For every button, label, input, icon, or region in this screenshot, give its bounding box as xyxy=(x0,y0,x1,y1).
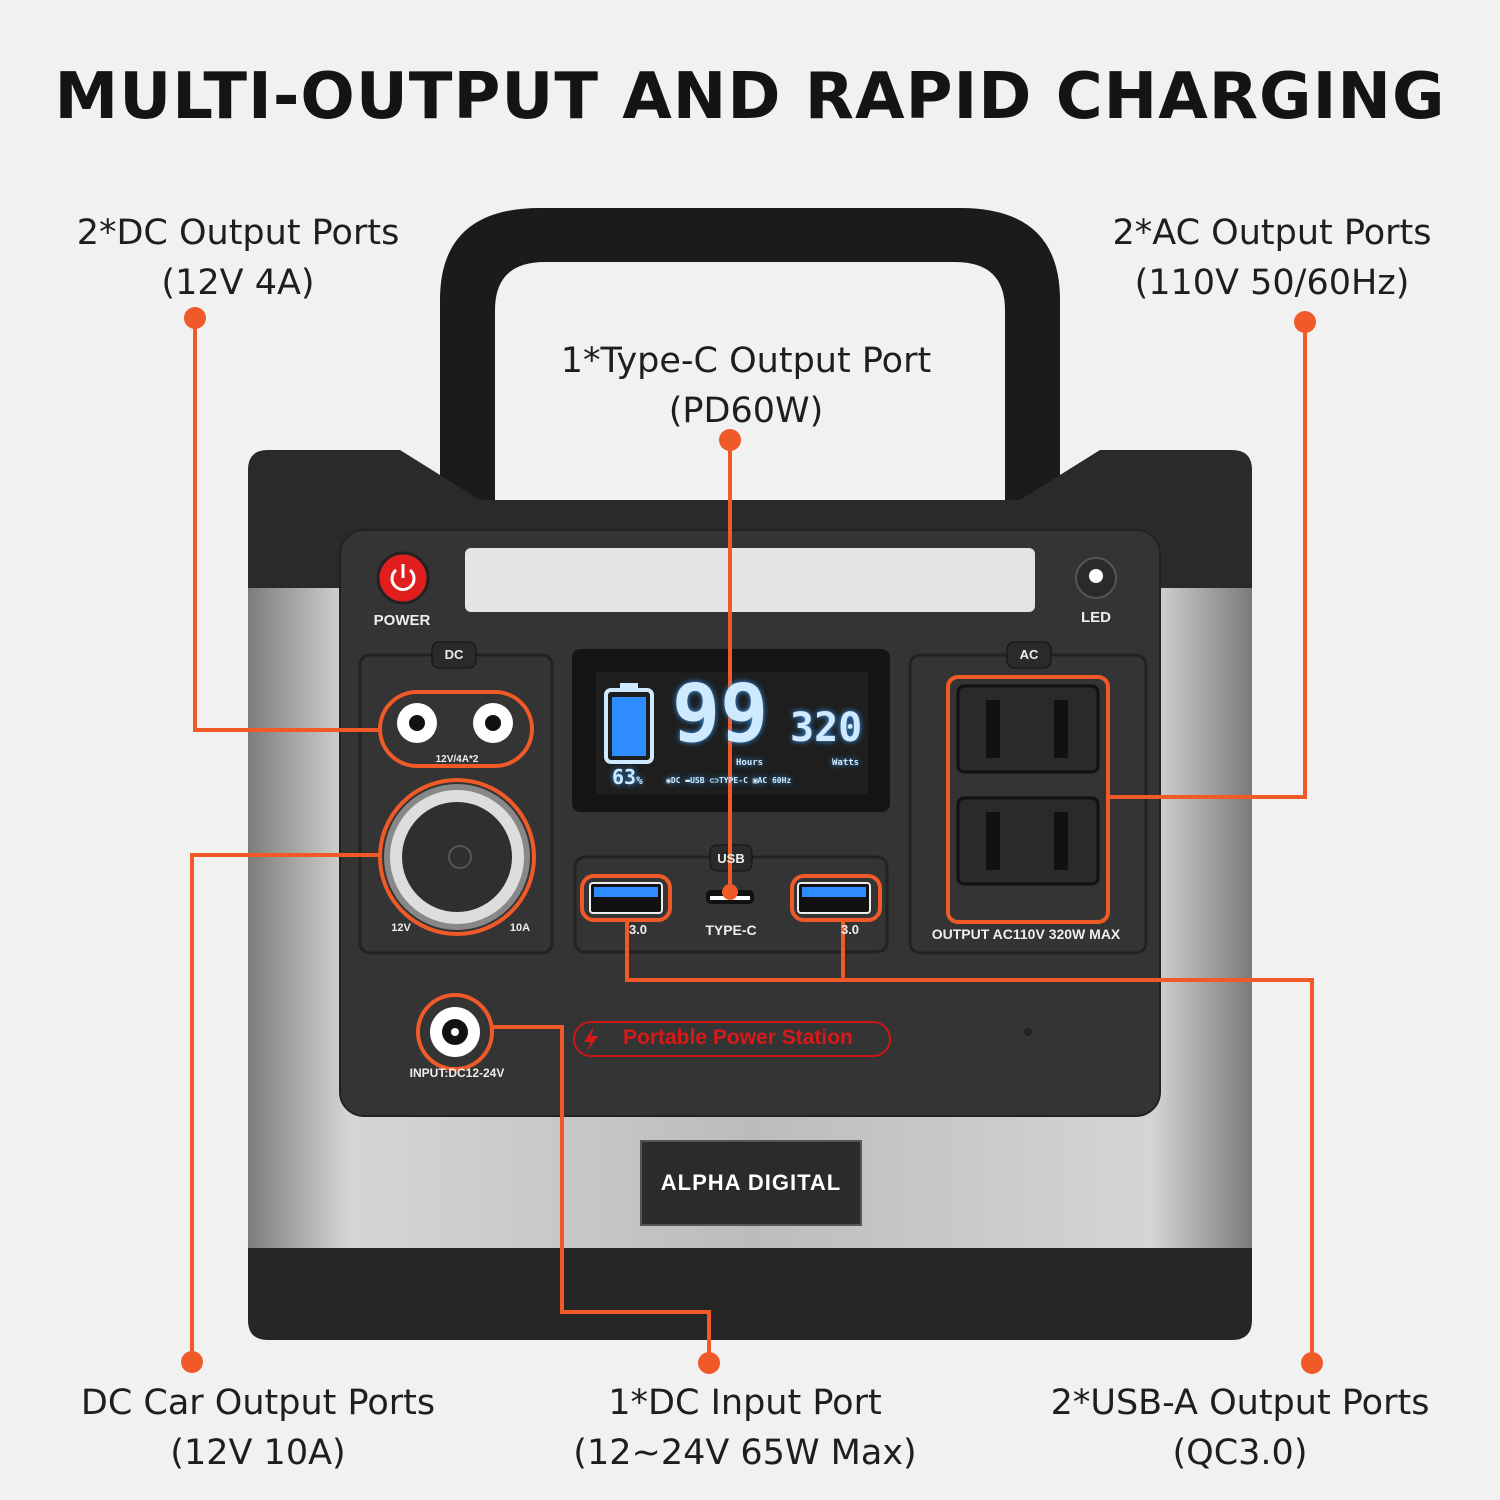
callout-lines xyxy=(190,318,1314,1363)
led-label: LED xyxy=(1081,609,1111,626)
dc-output-line2: (12V 4A) xyxy=(161,263,315,303)
ac-output-label: 2*AC Output Ports (110V 50/60Hz) xyxy=(1113,208,1432,308)
hours-value: 99 xyxy=(672,667,769,760)
typec-label: TYPE-C xyxy=(705,922,757,938)
watts-value: 320 xyxy=(790,705,863,751)
typec-output-line2: (PD60W) xyxy=(668,391,824,431)
dc-tag-box xyxy=(431,641,477,669)
dc-output-line1: 2*DC Output Ports xyxy=(76,213,400,253)
car-voltage: 12V xyxy=(391,922,411,934)
dc-ports-spec: 12V/4A*2 xyxy=(435,754,479,765)
dc-tag: DC xyxy=(444,647,464,662)
watts-label: Watts xyxy=(832,758,860,768)
panel-screw xyxy=(1024,1028,1032,1036)
brand-plate: ALPHA DIGITAL xyxy=(640,1140,862,1226)
car-output-line1: DC Car Output Ports xyxy=(80,1383,436,1423)
ac-output-line1: 2*AC Output Ports xyxy=(1112,213,1432,253)
battery-percent-value: 63 xyxy=(612,765,637,789)
ac-outlet-2 xyxy=(956,796,1100,886)
input-spec-label: INPUT:DC12-24V xyxy=(409,1066,505,1080)
usba-output-line1: 2*USB-A Output Ports xyxy=(1050,1383,1430,1423)
tagline-badge xyxy=(573,1021,891,1057)
dc-output-label: 2*DC Output Ports (12V 4A) xyxy=(77,208,400,308)
power-icon xyxy=(390,564,416,591)
dc-input-line2: (12~24V 65W Max) xyxy=(573,1433,917,1473)
hours-label: Hours xyxy=(736,758,764,768)
ac-outlet-1 xyxy=(956,684,1100,774)
usba-output-label: 2*USB-A Output Ports (QC3.0) xyxy=(1051,1378,1430,1478)
usb-right-label: 3.0 xyxy=(840,922,860,937)
bulb-icon xyxy=(1089,569,1103,583)
power-label: POWER xyxy=(373,612,431,629)
car-output-line2: (12V 10A) xyxy=(170,1433,346,1473)
dc-input-label: 1*DC Input Port (12~24V 65W Max) xyxy=(573,1378,916,1478)
output-indicators: ◉DC ▬USB ⊂⊃TYPE-C ▣AC 60Hz xyxy=(666,776,792,785)
ac-spec-label: OUTPUT AC110V 320W MAX xyxy=(931,926,1121,942)
ac-tag-box xyxy=(1006,641,1052,669)
ac-output-line2: (110V 50/60Hz) xyxy=(1134,263,1410,303)
body-bottom xyxy=(248,1248,1252,1340)
ac-tag: AC xyxy=(1019,647,1039,662)
typec-output-line1: 1*Type-C Output Port xyxy=(560,341,932,381)
tagline: Portable Power Station xyxy=(623,1026,853,1049)
page-title: MULTI-OUTPUT AND RAPID CHARGING xyxy=(54,60,1446,134)
usb-tag: USB xyxy=(717,851,745,866)
battery-percent: 63% xyxy=(612,766,643,792)
dc-input-line1: 1*DC Input Port xyxy=(608,1383,882,1423)
car-output-label: DC Car Output Ports (12V 10A) xyxy=(81,1378,435,1478)
percent-sign: % xyxy=(636,774,643,787)
carry-handle xyxy=(440,208,1060,500)
lightning-icon xyxy=(584,1026,598,1053)
car-current: 10A xyxy=(509,922,531,934)
typec-output-label: 1*Type-C Output Port (PD60W) xyxy=(561,336,931,436)
usb-left-label: 3.0 xyxy=(628,922,648,937)
usba-output-line2: (QC3.0) xyxy=(1172,1433,1308,1473)
led-light-bar xyxy=(465,548,1035,612)
callout-dots xyxy=(181,307,1323,1374)
